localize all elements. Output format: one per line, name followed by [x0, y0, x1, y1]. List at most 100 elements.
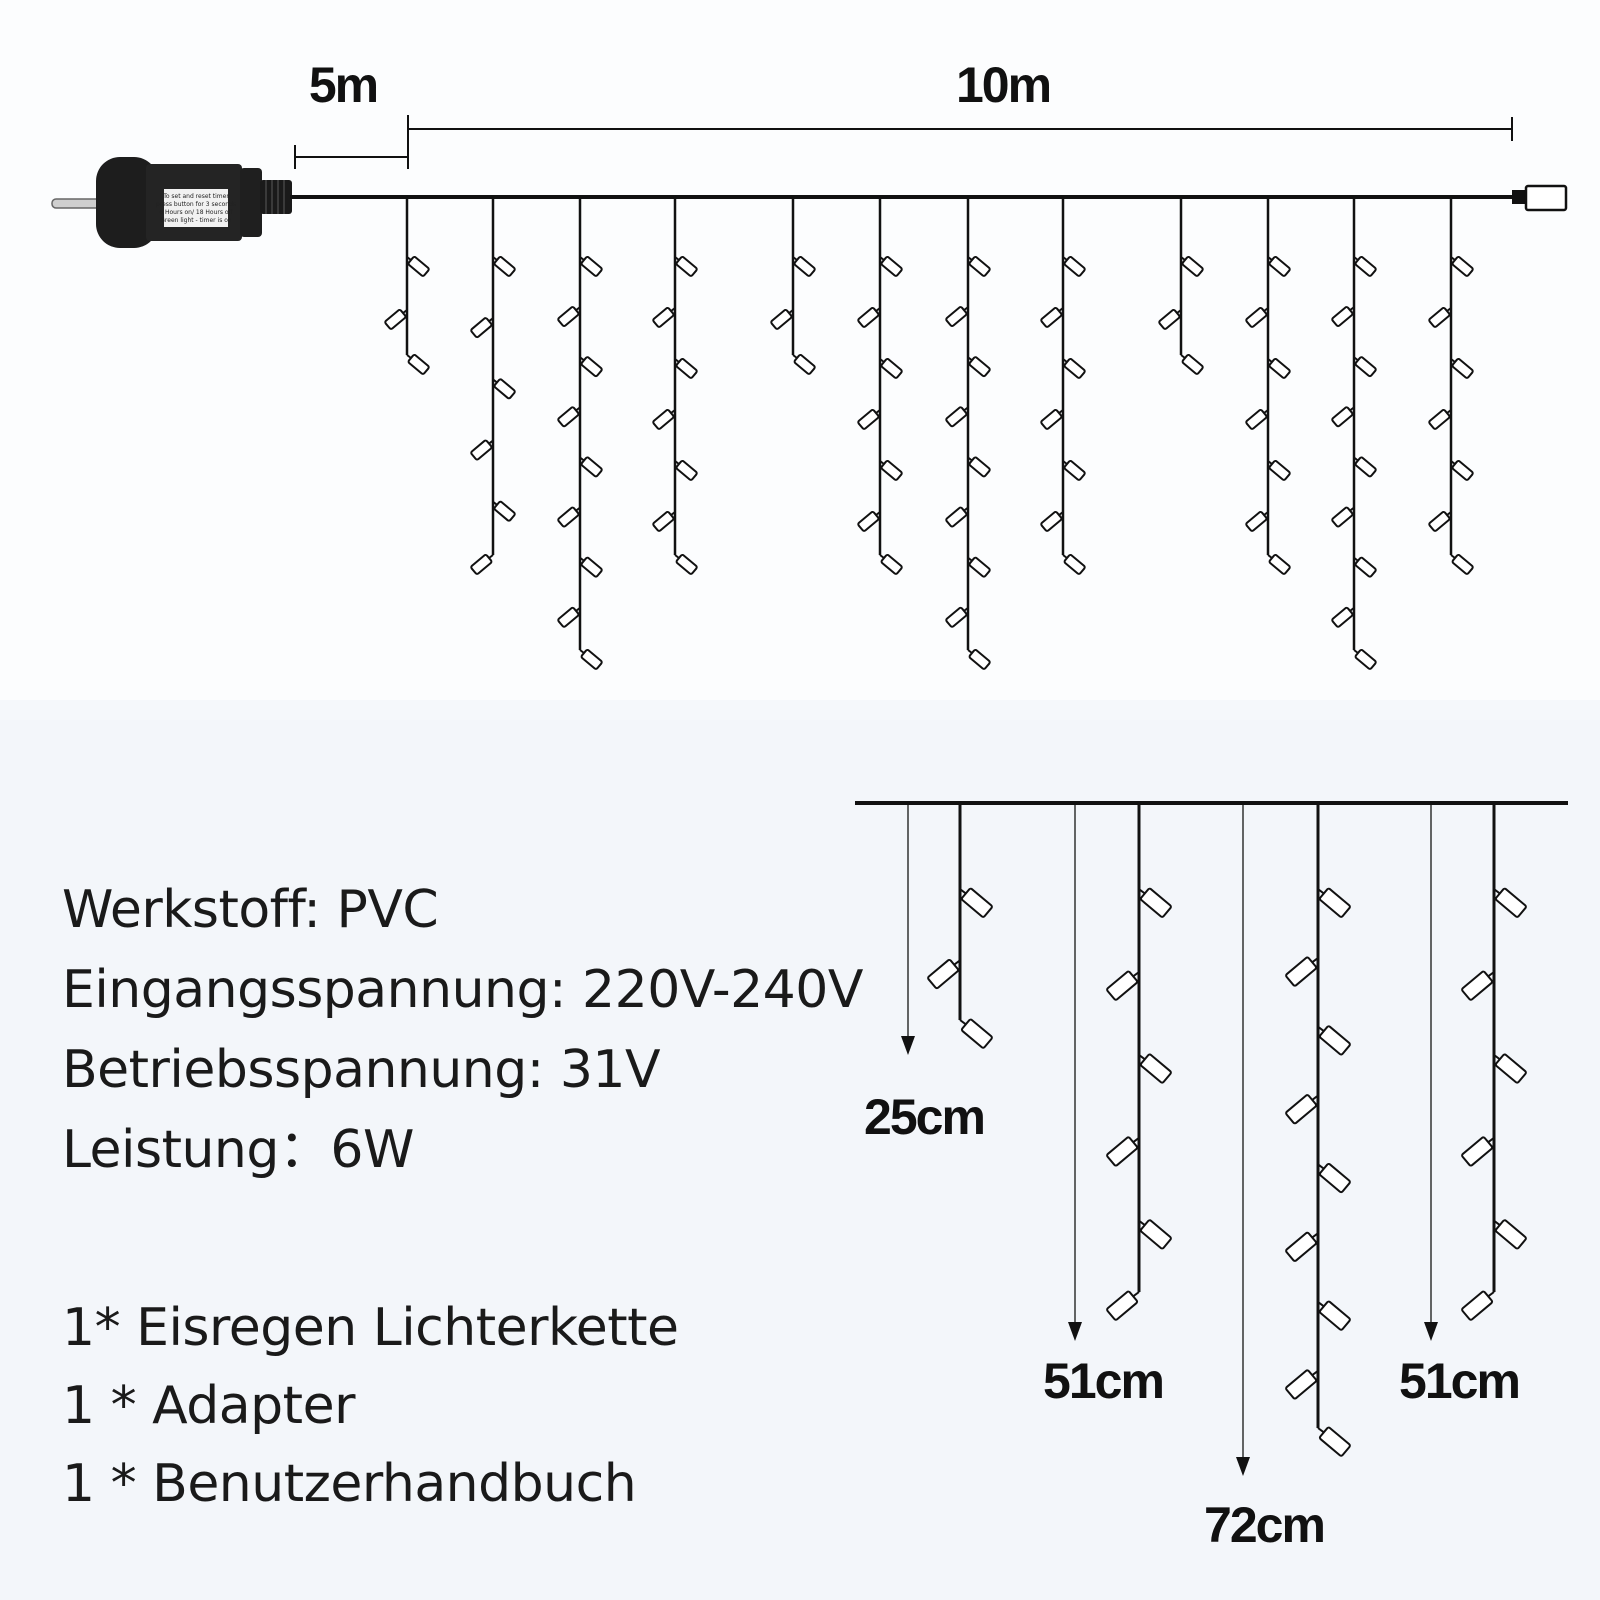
led-bulb	[1180, 353, 1204, 375]
led-bulb	[1493, 887, 1527, 918]
drop-measure-arrows	[901, 805, 1438, 1476]
led-bulb	[967, 556, 991, 578]
led-bulb	[579, 255, 603, 277]
led-bulb	[557, 406, 581, 428]
led-bulb	[674, 459, 698, 481]
led-bulb	[1180, 255, 1204, 277]
led-bulb	[1450, 255, 1474, 277]
timer-label-line-4: Green light - timer is on	[160, 217, 232, 224]
package-item-manual: 1 * Benutzerhandbuch	[62, 1454, 637, 1514]
led-bulb	[1158, 308, 1182, 330]
led-bulb	[1106, 1290, 1140, 1321]
led-bulb	[1138, 1219, 1172, 1250]
led-bulb	[1285, 1231, 1319, 1262]
led-bulb	[1317, 1426, 1351, 1457]
led-bulb	[1106, 970, 1140, 1001]
led-bulb	[674, 255, 698, 277]
led-bulb	[652, 408, 676, 430]
led-bulb	[1062, 357, 1086, 379]
led-bulb	[1461, 1136, 1495, 1167]
drop-length-label-short: 25cm	[864, 1089, 984, 1145]
led-bulb	[792, 353, 816, 375]
led-bulb	[1267, 553, 1291, 575]
end-connector	[1512, 184, 1568, 212]
icicle-strand	[384, 199, 430, 375]
led-bulb	[1331, 506, 1355, 528]
led-bulb	[470, 553, 494, 575]
package-item-lights: 1* Eisregen Lichterkette	[62, 1298, 679, 1358]
led-bulb	[1461, 970, 1495, 1001]
led-bulb	[879, 255, 903, 277]
timer-label-line-3: 6 Hours on/ 18 Hours off	[159, 209, 233, 216]
icicle-strand	[857, 199, 903, 575]
led-bulb	[1040, 408, 1064, 430]
led-bulb	[945, 606, 969, 628]
top-panel	[0, 0, 1600, 700]
led-bulb	[652, 306, 676, 328]
led-bulb	[770, 308, 794, 330]
icicle-strand	[1245, 199, 1291, 575]
led-bulb	[1493, 1053, 1527, 1084]
led-bulb	[557, 306, 581, 327]
led-bulb	[959, 887, 993, 918]
led-bulb	[1245, 408, 1269, 430]
led-bulb	[674, 553, 698, 575]
led-bulb	[406, 353, 430, 375]
icicle-strand	[652, 199, 698, 575]
led-bulb	[1040, 510, 1064, 532]
icicle-strand	[1106, 805, 1172, 1321]
led-bulb	[857, 306, 881, 328]
power-adapter: To set and reset timer press button for …	[51, 157, 292, 248]
led-bulb	[879, 357, 903, 379]
led-bulb	[1285, 956, 1319, 987]
led-bulb	[1267, 357, 1291, 379]
spec-input-voltage: Eingangsspannung: 220V-240V	[62, 960, 863, 1020]
led-bulb	[857, 510, 881, 532]
led-bulb	[652, 510, 676, 532]
led-bulb	[959, 1018, 993, 1049]
drop-length-label-medium: 51cm	[1043, 1353, 1163, 1409]
spec-power: Leistung：6W	[62, 1120, 414, 1180]
led-bulb	[1138, 1053, 1172, 1084]
led-bulb	[945, 506, 969, 528]
led-bulb	[1353, 456, 1377, 478]
timer-label-line-2: press button for 3 seconds	[156, 201, 236, 208]
spec-material: Werkstoff: PVC	[62, 880, 439, 940]
led-bulb	[967, 456, 991, 478]
icicle-strand	[1428, 199, 1474, 575]
timer-label-line-1: To set and reset timer	[162, 193, 229, 200]
led-bulb	[1062, 459, 1086, 481]
led-bulb	[1331, 306, 1355, 327]
led-bulb	[557, 506, 581, 528]
led-bulb	[1317, 887, 1351, 918]
icicle-strand	[557, 199, 603, 670]
led-bulb	[1331, 406, 1355, 428]
icicle-strand	[470, 199, 516, 575]
led-bulb	[1353, 255, 1377, 277]
bottom-panel	[0, 720, 1600, 1600]
led-bulb	[579, 456, 603, 478]
icicle-strand	[927, 805, 993, 1049]
led-bulb	[579, 556, 603, 578]
led-bulb	[579, 356, 603, 378]
lead-cable-dimension	[294, 115, 409, 169]
led-bulb	[1353, 556, 1377, 578]
led-bulb	[1245, 510, 1269, 532]
led-bulb	[879, 553, 903, 575]
led-bulb	[967, 356, 991, 378]
icicle-strand	[945, 199, 991, 670]
light-length-dimension	[408, 117, 1513, 141]
lead-cable-length-label: 5m	[309, 57, 377, 113]
top-icicle-strands	[384, 199, 1474, 670]
led-bulb	[384, 308, 408, 330]
icicle-strand	[1285, 805, 1351, 1457]
drop-length-label-medium-right: 51cm	[1399, 1353, 1519, 1409]
led-bulb	[1062, 255, 1086, 277]
led-bulb	[557, 606, 581, 628]
led-bulb	[1285, 1094, 1319, 1125]
led-bulb	[1040, 306, 1064, 328]
led-bulb	[1245, 306, 1269, 328]
led-bulb	[879, 459, 903, 481]
led-bulb	[470, 439, 494, 461]
